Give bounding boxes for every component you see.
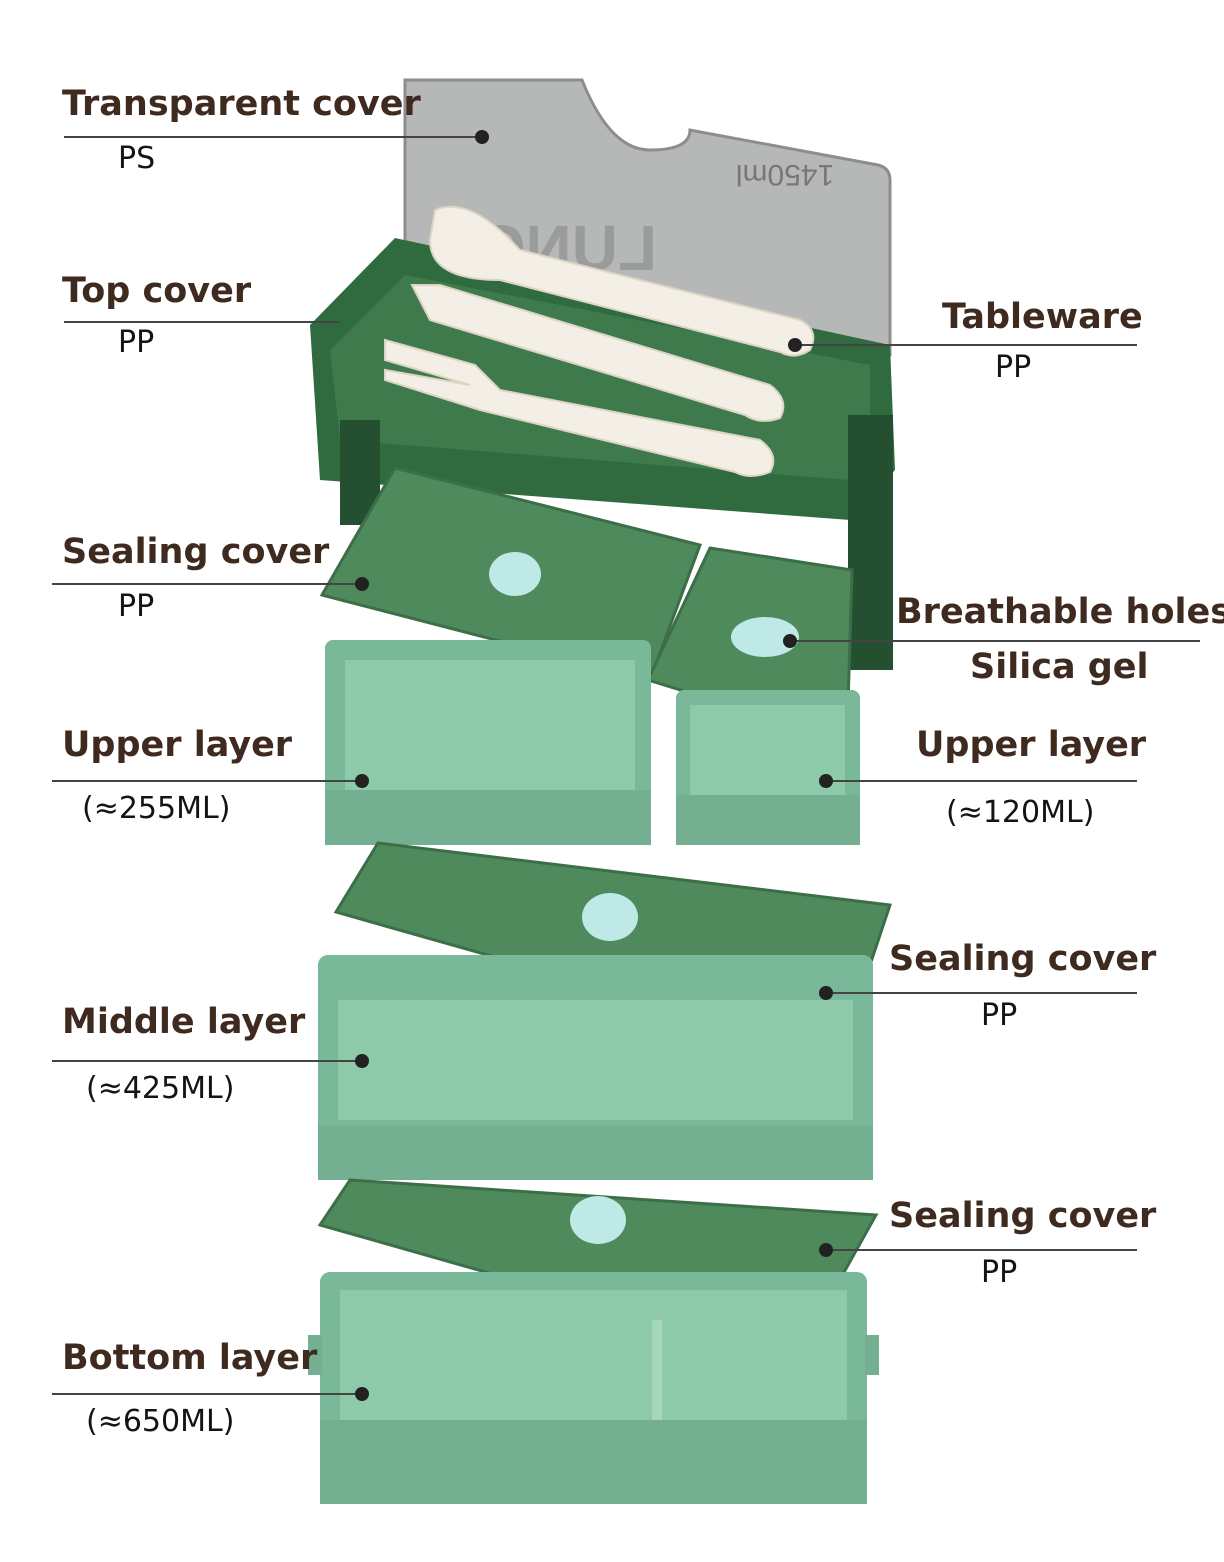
label-top-cover: Top cover [62,271,252,311]
capacity-bottom-layer: (≈650ML) [86,1404,235,1439]
tableware [384,205,815,477]
label-upper-layer-left: Upper layer [62,725,293,765]
material-transparent-cover: PS [118,141,156,176]
material-sealing-cover-bottom: PP [981,1255,1018,1290]
material-sealing-cover-upper: PP [118,589,155,624]
middle-layer-box [318,955,873,1180]
bottom-layer-box [308,1272,879,1504]
leader-dots [355,130,833,1401]
upper-layer-255-box [325,640,651,845]
label-sealing-cover-middle: Sealing cover [889,939,1157,979]
label-middle-layer: Middle layer [62,1002,306,1042]
material-breathable-holes: Silica gel [970,647,1149,687]
label-breathable-holes: Breathable holes [896,592,1224,632]
lid-embossed-capacity: 1450ml [736,158,834,191]
upper-layer-120-box [676,690,860,845]
label-bottom-layer: Bottom layer [62,1338,318,1378]
upper-sealing-cover-small [645,546,854,732]
label-upper-layer-right: Upper layer [916,725,1147,765]
capacity-upper-layer-left: (≈255ML) [82,791,231,826]
label-sealing-cover-bottom: Sealing cover [889,1196,1157,1236]
label-sealing-cover-upper: Sealing cover [62,532,330,572]
capacity-upper-layer-right: (≈120ML) [946,795,1095,830]
leader-lines [52,136,1200,1395]
material-tableware: PP [995,350,1032,385]
material-top-cover: PP [118,325,155,360]
material-sealing-cover-middle: PP [981,998,1018,1033]
label-tableware: Tableware [942,297,1143,337]
label-transparent-cover: Transparent cover [62,84,421,124]
capacity-middle-layer: (≈425ML) [86,1071,235,1106]
